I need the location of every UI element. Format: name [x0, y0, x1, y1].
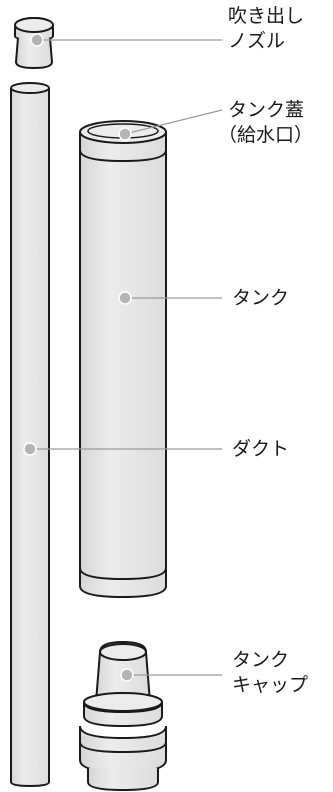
callout-dot-tank-cap	[120, 668, 134, 682]
label-tank-line-1: タンク	[232, 287, 290, 309]
label-tank-lid: タンク蓋 （給水口）	[218, 98, 313, 148]
label-tank-cap-line-2: キャップ	[232, 674, 309, 696]
label-tank-cap: タンク キャップ	[232, 648, 308, 698]
label-tank-cap-line-1: タンク	[232, 649, 290, 671]
leader-lines	[30, 39, 223, 676]
duct-part	[10, 82, 50, 788]
label-nozzle-line-1: 吹き出し	[228, 5, 305, 27]
callout-dot-nozzle	[30, 33, 44, 47]
callout-dots	[23, 33, 134, 682]
nozzle-part	[14, 16, 54, 70]
tank-part	[79, 120, 167, 599]
label-nozzle-line-2: ノズル	[228, 30, 286, 52]
label-tank-lid-line-2: （給水口）	[218, 124, 314, 146]
callout-dot-tank	[118, 291, 132, 305]
label-tank: タンク	[232, 286, 289, 311]
leader-line-tank-lid	[124, 109, 223, 135]
label-duct-line-1: ダクト	[232, 438, 290, 460]
callout-dot-duct	[23, 442, 37, 456]
label-duct: ダクト	[232, 437, 289, 462]
label-tank-lid-line-1: タンク蓋	[228, 99, 305, 121]
label-nozzle: 吹き出し ノズル	[228, 4, 304, 54]
callout-dot-tank-lid	[118, 127, 132, 141]
tank-cap-part	[79, 640, 167, 792]
